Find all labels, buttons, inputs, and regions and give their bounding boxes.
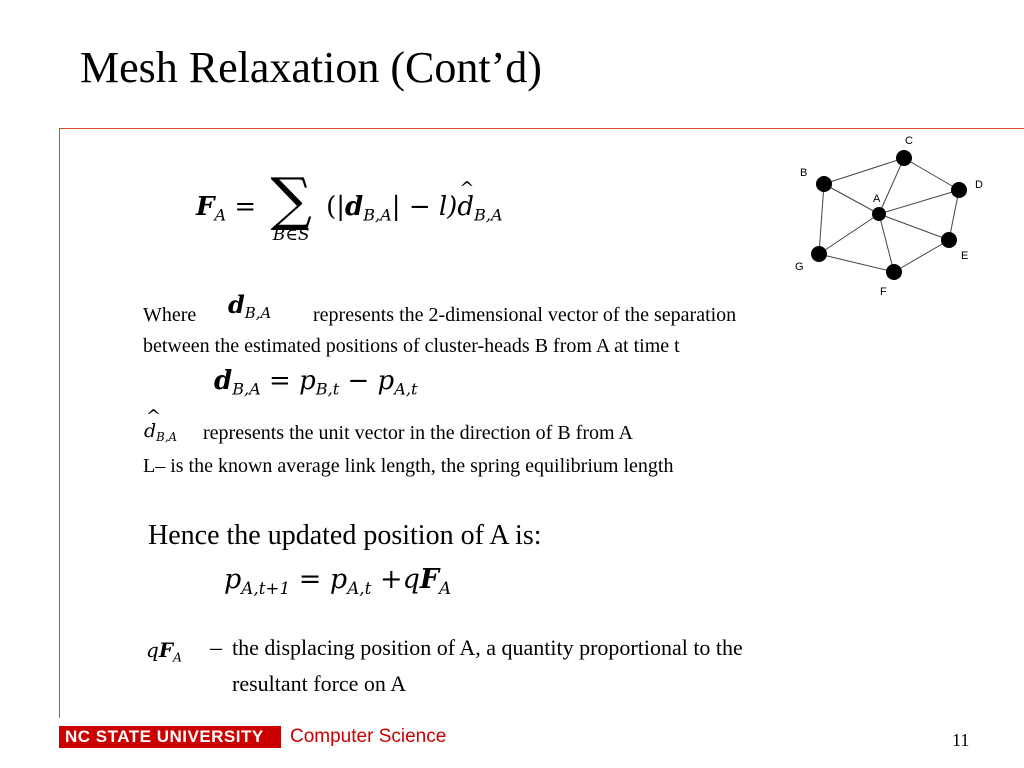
node-f: [886, 264, 902, 280]
graph-edges: [818, 157, 960, 273]
node-label-a: A: [873, 193, 881, 205]
node-label-f: F: [880, 286, 887, 298]
force-equation: FA = ∑ B∈S (|dB,A| − l)dB,A: [196, 165, 503, 245]
force-rhs-mid: | − l): [391, 192, 458, 222]
university-logo: NC STATE UNIVERSITY: [59, 726, 281, 748]
edge-f-a: [878, 213, 895, 273]
hence-heading: Hence the updated position of A is:: [148, 520, 542, 551]
edge-f-g: [818, 253, 895, 273]
edge-b-c: [823, 157, 905, 185]
upd-q: q: [402, 564, 420, 595]
graph-nodes: [811, 150, 967, 280]
force-rhs-dhat-sub: B,A: [474, 205, 503, 225]
node-label-g: G: [795, 261, 804, 273]
upd-lhs-p: p: [224, 564, 242, 595]
node-g: [811, 246, 827, 262]
edge-e-a: [878, 213, 950, 241]
summation: ∑ B∈S: [270, 165, 312, 245]
force-lhs-var: F: [196, 192, 215, 222]
node-a: [872, 207, 886, 221]
page-title: Mesh Relaxation (Cont’d): [80, 43, 542, 92]
top-rule: [60, 128, 1024, 129]
force-lhs-sub: A: [214, 205, 227, 225]
node-e: [941, 232, 957, 248]
left-rule: [59, 128, 60, 718]
upd-plus: +: [379, 564, 403, 595]
upd-p: p: [329, 564, 348, 595]
sep-minus: −: [347, 366, 370, 396]
sep-p-a: p: [377, 366, 395, 396]
qF-q: q: [146, 638, 159, 662]
edge-c-a: [878, 157, 905, 215]
upd-F-sub: A: [439, 577, 452, 598]
qF-F: F: [158, 638, 174, 662]
upd-equals: =: [298, 564, 322, 595]
update-equation: pA,t+1 = pA,t +qFA: [224, 564, 451, 598]
sep-d: d: [214, 366, 233, 396]
inline-d: d: [228, 290, 245, 319]
qF-dash: –: [210, 635, 222, 661]
inline-d-ba: dB,A: [228, 290, 271, 322]
qF-symbol: qFA: [146, 638, 182, 664]
node-label-e: E: [961, 250, 968, 262]
displacing-line-1: the displacing position of A, a quantity…: [232, 635, 743, 660]
sep-p-b-sub: B,t: [315, 379, 340, 399]
node-label-d: D: [975, 179, 983, 191]
edge-b-a: [823, 183, 880, 215]
displacing-line-2: resultant force on A: [232, 671, 407, 696]
sum-index: B∈S: [272, 225, 310, 245]
sep-d-sub: B,A: [232, 379, 261, 399]
upd-p-sub: A,t: [347, 577, 372, 598]
edge-g-a: [818, 213, 880, 255]
node-b: [816, 176, 832, 192]
page-number: 11: [952, 730, 970, 750]
force-rhs-dhat: d: [457, 178, 474, 222]
node-c: [896, 150, 912, 166]
node-label-b: B: [800, 167, 807, 179]
sep-equals: =: [269, 366, 291, 396]
unit-vector-symbol: dB,A: [144, 406, 178, 445]
upd-F: F: [419, 564, 440, 595]
upd-lhs-sub: A,t+1: [241, 577, 291, 598]
department-label: Computer Science: [290, 726, 447, 747]
edge-g-b: [818, 183, 825, 255]
represents-separation-text: represents the 2-dimensional vector of t…: [313, 304, 737, 326]
qF-sub: A: [173, 649, 182, 665]
force-rhs-d-sub: B,A: [363, 205, 392, 225]
inline-d-sub: B,A: [244, 304, 272, 323]
where-label: Where: [143, 304, 197, 326]
sep-p-a-sub: A,t: [394, 379, 418, 399]
edge-c-d: [903, 157, 960, 191]
force-rhs-open: (|: [326, 192, 346, 222]
edge-e-f: [893, 239, 950, 273]
link-length-text: L– is the known average link length, the…: [143, 455, 674, 477]
between-positions-text: between the estimated positions of clust…: [143, 335, 680, 357]
sep-p-b: p: [299, 366, 316, 396]
unit-vector-text: represents the unit vector in the direct…: [203, 422, 633, 444]
force-rhs-d: d: [345, 192, 364, 222]
dhat-d: d: [144, 406, 161, 442]
node-label-c: C: [905, 135, 913, 147]
dhat-sub: B,A: [156, 430, 178, 445]
edge-d-e: [948, 189, 960, 241]
edge-d-a: [878, 189, 960, 215]
node-d: [951, 182, 967, 198]
sum-symbol: ∑: [270, 165, 312, 233]
separation-equation: dB,A = pB,t − pA,t: [214, 366, 417, 399]
equals-sign: =: [234, 192, 257, 222]
mesh-graph-diagram: A B C D E F G: [795, 135, 983, 298]
